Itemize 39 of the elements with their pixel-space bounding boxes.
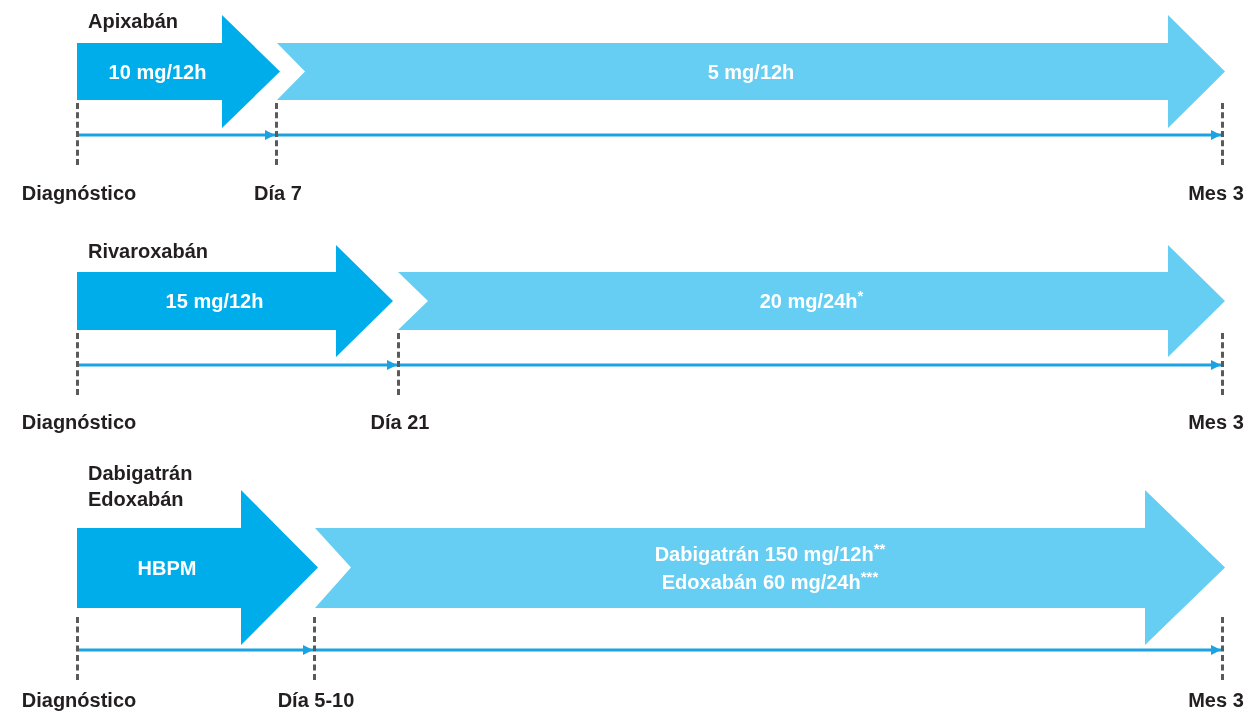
- timeline-arrow: [79, 644, 313, 656]
- tick-label: Diagnóstico: [21, 410, 137, 434]
- tick-mark: [1221, 333, 1224, 395]
- dose-label: Dabigatrán 150 mg/12h$^{**}$ Edoxabán 60 mg/24h$^{***}$: [653, 540, 887, 595]
- timeline-arrow: [79, 129, 275, 141]
- dose-label: HBPM: [137, 556, 197, 581]
- tick-label: Mes 3: [1188, 688, 1244, 712]
- dose-banner: [277, 15, 1225, 128]
- timeline-arrow: [400, 359, 1221, 371]
- drug-heading: Dabigatrán Edoxabán: [88, 461, 194, 512]
- timeline-arrow: [278, 129, 1221, 141]
- tick-label: Día 7: [254, 181, 302, 205]
- dose-label: 10 mg/12h: [108, 59, 207, 85]
- tick-mark: [1221, 617, 1224, 680]
- dose-banner: [77, 490, 318, 645]
- drug-heading: Rivaroxabán: [88, 239, 210, 264]
- tick-label: Diagnóstico: [21, 181, 137, 205]
- tick-label: Día 5-10: [277, 688, 355, 712]
- tick-label: Mes 3: [1188, 410, 1244, 434]
- drug-heading: Apixabán: [88, 9, 180, 34]
- timeline-arrow: [79, 359, 397, 371]
- timeline-arrow: [316, 644, 1221, 656]
- tick-mark: [397, 333, 400, 395]
- tick-label: Día 21: [370, 410, 430, 434]
- tick-mark: [313, 617, 316, 680]
- tick-mark: [76, 333, 79, 395]
- dose-banner: [77, 15, 280, 128]
- tick-label: Diagnóstico: [21, 688, 137, 712]
- dose-banner: [315, 490, 1225, 645]
- tick-label: Mes 3: [1188, 181, 1244, 205]
- dose-label: 20 mg/24h$^{*}$: [759, 287, 864, 314]
- dose-banner: [77, 245, 393, 357]
- tick-mark: [76, 617, 79, 680]
- tick-mark: [1221, 103, 1224, 165]
- dose-label: 15 mg/12h: [165, 289, 264, 314]
- dose-banner: [398, 245, 1225, 357]
- tick-mark: [275, 103, 278, 165]
- dose-label: 5 mg/12h: [707, 59, 795, 85]
- tick-mark: [76, 103, 79, 165]
